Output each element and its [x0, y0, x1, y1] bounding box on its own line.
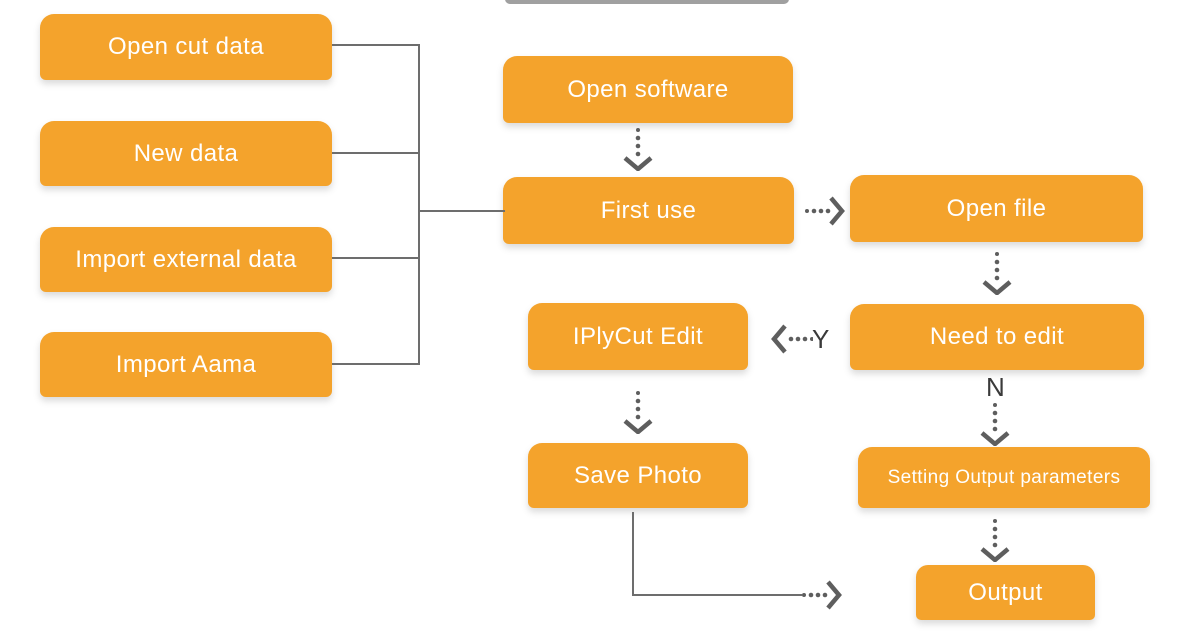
- node-label: Open cut data: [108, 33, 264, 60]
- node-open-cut-data: Open cut data: [40, 14, 332, 80]
- node-first-use: First use: [503, 177, 794, 244]
- node-label: Open software: [567, 75, 729, 103]
- node-need-to-edit: Need to edit: [850, 304, 1144, 370]
- node-open-software: Open software: [503, 56, 793, 123]
- dotted-arrow-left-icon: [771, 322, 814, 356]
- connector-new-data: [332, 152, 420, 154]
- node-label: Save Photo: [573, 461, 703, 489]
- dotted-arrow-down-icon: [621, 127, 655, 172]
- dotted-arrow-right-icon: [800, 578, 842, 612]
- connector-bracket-to-first-use: [418, 210, 505, 212]
- dotted-arrow-right-icon: [803, 194, 845, 228]
- node-label: Setting Output parameters: [887, 466, 1121, 488]
- connector-import-aama: [332, 363, 420, 365]
- node-label: Open file: [946, 194, 1047, 222]
- node-label: First use: [600, 196, 697, 224]
- cropped-top-node: [505, 0, 789, 4]
- dotted-arrow-down-icon: [978, 402, 1012, 447]
- node-output: Output: [916, 565, 1095, 620]
- node-iplycut-edit: IPlyCut Edit: [528, 303, 748, 370]
- node-label: Import Aama: [115, 350, 257, 378]
- elbow-horizontal-line: [632, 594, 802, 596]
- edge-label-no: N: [986, 372, 1006, 402]
- node-label: Need to edit: [929, 323, 1065, 350]
- node-label: IPlyCut Edit: [572, 322, 704, 350]
- node-label: Output: [968, 578, 1043, 606]
- node-new-data: New data: [40, 121, 332, 186]
- node-import-external-data: Import external data: [40, 227, 332, 292]
- dotted-arrow-down-icon: [978, 518, 1012, 563]
- connector-import-external-data: [332, 257, 420, 259]
- elbow-vertical-line: [632, 512, 634, 595]
- dotted-arrow-down-icon: [980, 251, 1014, 296]
- node-setting-output-parameters: Setting Output parameters: [858, 447, 1150, 508]
- node-import-aama: Import Aama: [40, 332, 332, 397]
- bracket-vertical-line: [418, 44, 420, 365]
- node-label: New data: [133, 139, 239, 167]
- node-open-file: Open file: [850, 175, 1143, 242]
- node-save-photo: Save Photo: [528, 443, 748, 508]
- edge-label-yes: Y: [812, 324, 830, 354]
- node-label: Import external data: [75, 245, 297, 273]
- dotted-arrow-down-icon: [621, 390, 655, 435]
- connector-open-cut-data: [332, 44, 420, 46]
